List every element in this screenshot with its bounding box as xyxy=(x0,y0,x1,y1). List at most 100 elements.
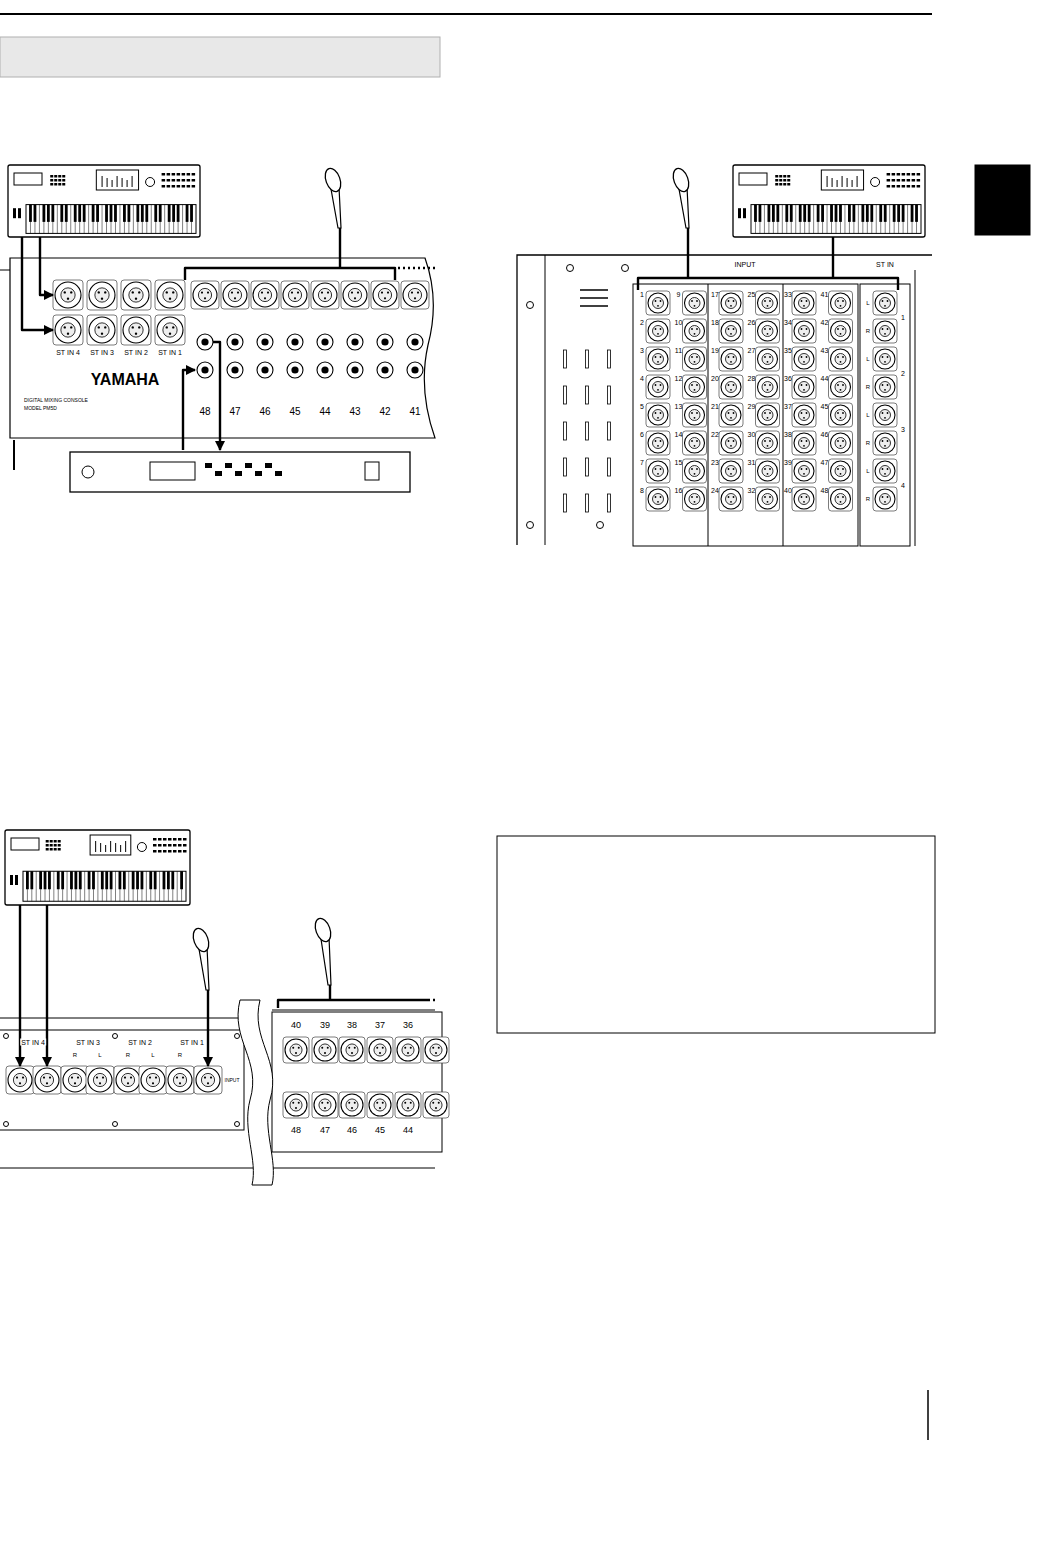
vent-slot xyxy=(564,494,567,512)
jack-ring xyxy=(157,282,183,308)
rear-panel xyxy=(517,255,932,545)
input-bracket xyxy=(185,268,395,280)
xlr-jack xyxy=(719,291,743,315)
jack-pin xyxy=(204,1077,206,1079)
screen-bar xyxy=(125,841,126,852)
xlr-jack xyxy=(756,319,780,343)
jack-pin xyxy=(411,292,413,294)
jack-pin xyxy=(884,445,886,447)
white-key xyxy=(804,205,805,234)
channel-number: 41 xyxy=(409,407,420,417)
vent-slot xyxy=(608,494,611,512)
synth-button xyxy=(183,850,187,853)
channel-letter: L xyxy=(150,1052,155,1058)
synth-screen xyxy=(821,170,863,190)
black-key xyxy=(141,205,144,222)
xlr-jack xyxy=(756,431,780,455)
jack-plate xyxy=(792,431,816,455)
jack-pin xyxy=(764,300,766,302)
vent-slot xyxy=(586,458,589,476)
jack-core xyxy=(288,288,301,301)
black-key xyxy=(915,205,918,222)
jack-pin xyxy=(354,297,356,299)
jack-plate xyxy=(114,1066,142,1094)
jack-core xyxy=(835,354,846,365)
panel-label: INPUT xyxy=(735,261,756,268)
jack-core xyxy=(430,1099,442,1111)
note-box xyxy=(497,836,935,1033)
synth-button xyxy=(58,183,61,186)
jack-ring xyxy=(794,405,814,425)
jack-pin xyxy=(691,300,693,302)
white-key xyxy=(111,871,112,901)
jack-core xyxy=(689,382,700,393)
xlr-jack xyxy=(283,1092,309,1118)
jack-ring xyxy=(123,317,149,343)
jack-plate xyxy=(371,281,399,309)
black-key xyxy=(136,871,139,889)
processor-knob xyxy=(82,466,94,478)
jack-core xyxy=(799,410,810,421)
xlr-jack xyxy=(114,1066,142,1094)
processor-button xyxy=(215,471,222,476)
keybed xyxy=(26,205,196,234)
jack-pin xyxy=(354,1102,356,1104)
white-key xyxy=(48,205,49,234)
jack-pin xyxy=(176,1077,178,1079)
synth-button xyxy=(902,173,906,176)
jack-core xyxy=(880,354,891,365)
jack-ring xyxy=(794,321,814,341)
jack-pin xyxy=(733,300,735,302)
processor-switch xyxy=(365,462,379,480)
jack-plate xyxy=(873,291,897,315)
jack-ring xyxy=(875,433,895,453)
xlr-jack xyxy=(312,1037,338,1063)
white-key xyxy=(75,871,76,901)
jack-ring xyxy=(648,405,668,425)
insert-in-cable xyxy=(183,370,195,450)
jack-pin xyxy=(730,361,732,363)
jack-pin xyxy=(264,297,266,299)
jack-pin xyxy=(292,1102,294,1104)
jack-pin xyxy=(261,292,263,294)
jack-ring xyxy=(285,1039,307,1061)
jack-ring xyxy=(685,433,705,453)
white-key xyxy=(115,871,116,901)
vent-slot xyxy=(564,422,567,440)
synth-screen xyxy=(96,170,138,190)
white-key xyxy=(894,205,895,234)
jack-pin xyxy=(291,292,293,294)
mic-cable xyxy=(329,985,331,1000)
jack-core xyxy=(163,323,177,337)
panel-screw xyxy=(597,522,604,529)
jack-ring xyxy=(721,293,741,313)
synth-button xyxy=(917,173,921,176)
processor-button xyxy=(265,463,272,468)
screen-bar xyxy=(847,178,848,187)
panel-label: ST IN 3 xyxy=(75,1039,101,1046)
jack-number: 42 xyxy=(821,319,829,326)
black-key xyxy=(835,205,838,222)
jack-ring xyxy=(875,461,895,481)
jack-pin xyxy=(657,417,659,419)
white-key xyxy=(159,871,160,901)
jack-pin xyxy=(733,356,735,358)
jack-pin xyxy=(432,1102,434,1104)
jack-pin xyxy=(694,389,696,391)
xlr-jack xyxy=(339,1092,365,1118)
panel-screw xyxy=(4,1034,9,1039)
xlr-jack xyxy=(283,1037,309,1063)
jack-core xyxy=(374,1044,386,1056)
jack-plate xyxy=(61,1066,89,1094)
jack-pin xyxy=(130,1077,132,1079)
white-key xyxy=(89,871,90,901)
jack-pin xyxy=(166,326,168,328)
jack-pin xyxy=(728,496,730,498)
jack-plate xyxy=(33,1066,61,1094)
synth-button xyxy=(182,173,186,176)
jack-core xyxy=(762,354,773,365)
keybed xyxy=(23,871,186,901)
jack-pin xyxy=(769,412,771,414)
jack-pin xyxy=(887,412,889,414)
panel-screw xyxy=(113,1122,118,1127)
